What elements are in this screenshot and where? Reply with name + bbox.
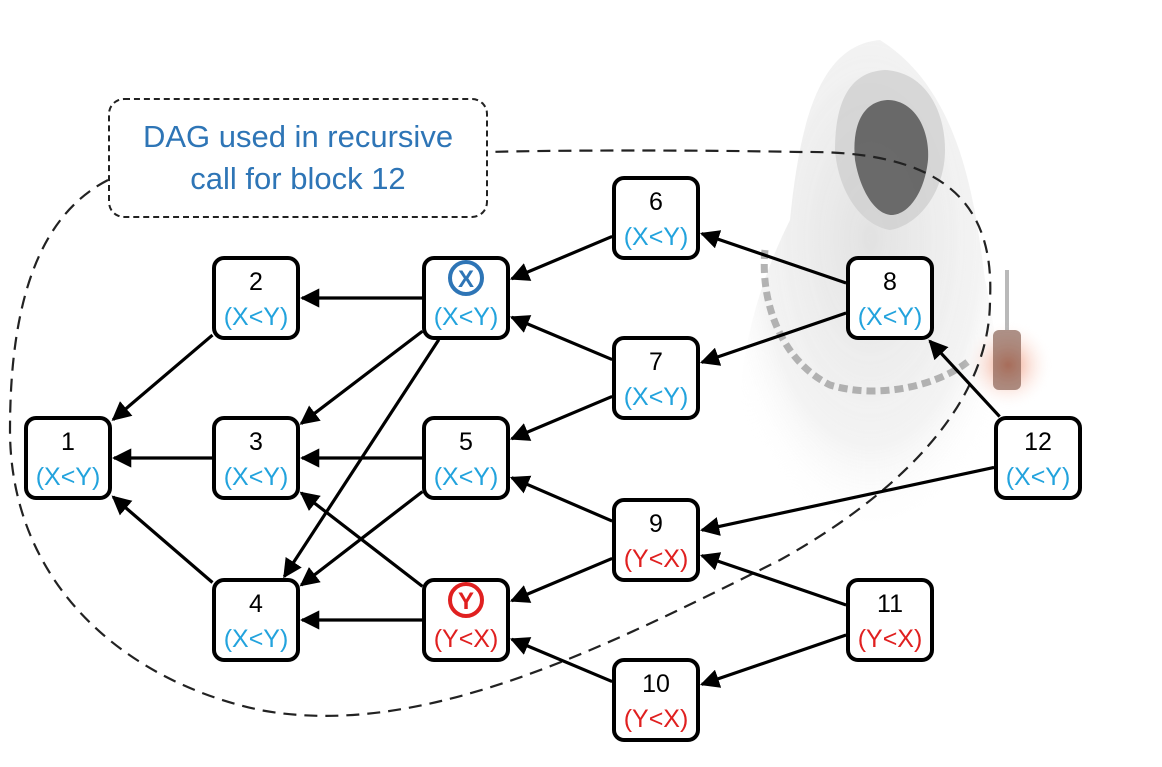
node-8-order: (X<Y) [858,303,923,331]
node-10: 10 (Y<X) [612,658,700,742]
node-X-marker-ring [448,260,484,296]
node-X-box [422,256,510,340]
node-8-label: 8 [883,268,897,296]
callout-line-2: call for block 12 [190,161,406,196]
node-11-order: (Y<X) [858,625,923,653]
node-2-order: (X<Y) [224,303,289,331]
node-5-box [422,416,510,500]
edge-12-to-8 [928,339,1001,418]
edge-8-to-6 [699,230,847,285]
edge-Y-to-3 [299,491,424,588]
node-Y-order: (Y<X) [434,625,499,653]
edge-7-to-X [509,315,613,362]
node-2-label: 2 [249,268,263,296]
node-10-box [612,658,700,742]
node-9-label: 9 [649,510,663,538]
node-5-order: (X<Y) [434,463,499,491]
node-4-box [212,578,300,662]
dag-nodes: 1 (X<Y) 2 (X<Y) 3 (X<Y) 4 (X<Y) X (X<Y) 5 (X<Y) Y (Y<… [24,176,1082,742]
callout-box: DAG used in recursive call for block 12 [108,98,488,218]
node-11: 11 (Y<X) [846,578,934,662]
node-4-order: (X<Y) [224,625,289,653]
node-2: 2 (X<Y) [212,256,300,340]
node-5-label: 5 [459,428,473,456]
edge-7-to-5 [509,394,613,441]
edge-9-to-5 [509,475,613,523]
node-1: 1 (X<Y) [24,416,112,500]
edge-8-to-7 [699,311,847,366]
node-10-label: 10 [642,670,670,698]
edge-11-to-9 [699,552,847,607]
node-9: 9 (Y<X) [612,498,700,582]
node-7: 7 (X<Y) [612,336,700,420]
node-5: 5 (X<Y) [422,416,510,500]
node-X: X (X<Y) [422,256,510,340]
node-1-order: (X<Y) [36,463,101,491]
edge-12-to-9 [700,465,995,536]
node-6-order: (X<Y) [624,223,689,251]
node-12: 12 (X<Y) [994,416,1082,500]
node-11-label: 11 [877,590,903,618]
lantern-body [993,330,1021,390]
edge-6-to-X [509,234,613,281]
node-Y-box [422,578,510,662]
node-3-box [212,416,300,500]
node-6: 6 (X<Y) [612,176,700,260]
node-1-box [24,416,112,500]
edge-X-to-3 [299,329,424,425]
callout-line-1: DAG used in recursive [142,119,454,154]
node-X-label: X [458,266,474,293]
dag-edges [111,230,1001,688]
node-8: 8 (X<Y) [846,256,934,340]
node-2-box [212,256,300,340]
edge-4-to-1 [111,495,214,584]
ghost-chain [760,249,973,395]
node-12-box [994,416,1082,500]
node-6-box [612,176,700,260]
node-7-label: 7 [649,348,663,376]
node-6-label: 6 [649,188,663,216]
node-7-order: (X<Y) [624,383,689,411]
node-Y: Y (Y<X) [422,578,510,662]
node-9-order: (Y<X) [624,545,689,573]
recursive-dag-boundary [8,149,992,717]
node-4-label: 4 [249,590,263,618]
node-9-box [612,498,700,582]
node-X-order: (X<Y) [434,303,499,331]
node-10-order: (Y<X) [624,705,689,733]
edge-11-to-10 [699,633,847,688]
node-3: 3 (X<Y) [212,416,300,500]
node-7-box [612,336,700,420]
edge-10-to-Y [509,637,613,684]
node-12-label: 12 [1024,428,1052,456]
node-3-order: (X<Y) [224,463,289,491]
node-8-box [846,256,934,340]
node-12-order: (X<Y) [1006,463,1071,491]
edge-2-to-1 [111,333,214,421]
edge-9-to-Y [509,556,613,603]
ghost-face-shadow [854,100,929,215]
node-3-label: 3 [249,428,263,456]
node-Y-label: Y [458,588,474,615]
node-11-box [846,578,934,662]
node-4: 4 (X<Y) [212,578,300,662]
node-Y-marker-ring [448,582,484,618]
node-1-label: 1 [61,428,75,456]
